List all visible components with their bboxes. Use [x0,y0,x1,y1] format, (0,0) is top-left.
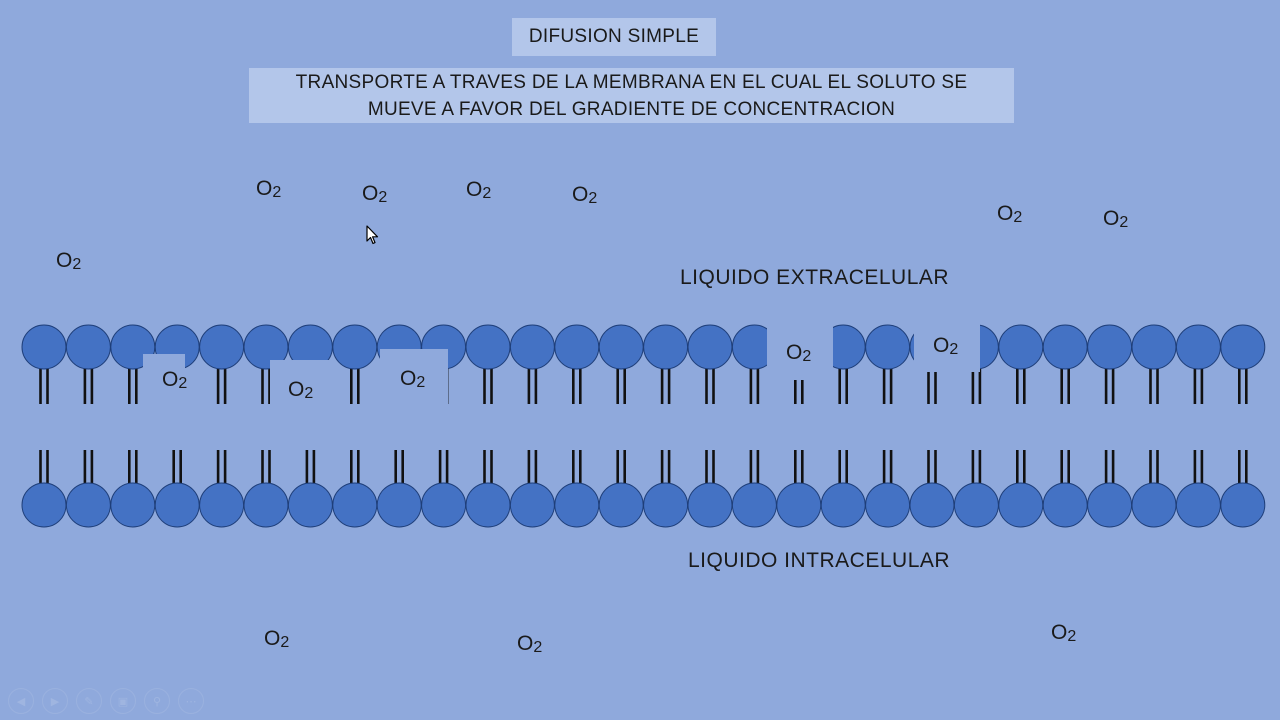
o2-molecule: O2 [1103,207,1129,231]
arrow-cursor-icon [366,225,379,245]
o2-molecule: O2 [997,202,1023,226]
phospholipid-head [1220,482,1266,528]
o2-molecule: O2 [362,182,388,206]
phospholipid-head [1175,324,1221,370]
phospholipid-head [598,482,644,528]
phospholipid-head [509,324,555,370]
phospholipid-head [554,324,600,370]
phospholipid-head [731,482,777,528]
phospholipid-head [287,482,333,528]
pen-icon[interactable]: ✎ [76,688,102,714]
phospholipid-head [687,324,733,370]
prev-icon[interactable]: ◀ [8,688,34,714]
next-icon[interactable]: ▶ [42,688,68,714]
phospholipid-head [332,482,378,528]
o2-molecule: O2 [1051,621,1077,645]
presentation-controls: ◀ ▶ ✎ ▣ ⚲ ⋯ [8,688,204,714]
o2-molecule-crossing: O2 [270,360,330,412]
phospholipid-head [598,324,644,370]
o2-molecule: O2 [572,183,598,207]
phospholipid-head [998,482,1044,528]
label-intracellular: LIQUIDO INTRACELULAR [688,549,951,572]
phospholipid-head [65,324,111,370]
phospholipid-head [1087,482,1133,528]
phospholipid-head [643,324,689,370]
o2-molecule-crossing: O2 [380,349,448,407]
phospholipid-head [554,482,600,528]
o2-molecule: O2 [256,177,282,201]
phospholipid-head [1087,324,1133,370]
phospholipid-head [376,482,422,528]
slide-title-text: DIFUSION SIMPLE [528,26,700,47]
phospholipid-head [865,324,911,370]
phospholipid-head [509,482,555,528]
phospholipid-head [465,324,511,370]
definition-box: TRANSPORTE A TRAVES DE LA MEMBRANA EN EL… [249,68,1014,123]
phospholipid-head [21,482,67,528]
phospholipid-head [643,482,689,528]
label-extracellular: LIQUIDO EXTRACELULAR [680,266,950,289]
zoom-icon[interactable]: ⚲ [144,688,170,714]
o2-molecule-crossing: O2 [914,322,980,372]
o2-molecule: O2 [466,178,492,202]
phospholipid-head [199,324,245,370]
phospholipid-head [21,324,67,370]
o2-molecule-crossing: O2 [143,354,187,404]
phospholipid-head [953,482,999,528]
phospholipid-head [65,482,111,528]
slides-icon[interactable]: ▣ [110,688,136,714]
phospholipid-head [909,482,955,528]
phospholipid-head [1220,324,1266,370]
phospholipid-head [1131,482,1177,528]
phospholipid-head [1042,482,1088,528]
more-icon[interactable]: ⋯ [178,688,204,714]
phospholipid-head [820,482,866,528]
phospholipid-head [687,482,733,528]
definition-line-2: MUEVE A FAVOR DEL GRADIENTE DE CONCENTRA… [367,98,896,120]
phospholipid-head [1175,482,1221,528]
phospholipid-head [199,482,245,528]
phospholipid-head [154,482,200,528]
phospholipid-head [1042,324,1088,370]
phospholipid-head [776,482,822,528]
o2-molecule: O2 [517,632,543,656]
phospholipid-head [332,324,378,370]
definition-line-1: TRANSPORTE A TRAVES DE LA MEMBRANA EN EL… [295,71,968,93]
phospholipid-head [421,482,467,528]
o2-molecule: O2 [264,627,290,651]
slide-title: DIFUSION SIMPLE [512,18,716,56]
phospholipid-head [998,324,1044,370]
phospholipid-head [865,482,911,528]
phospholipid-head [243,482,289,528]
phospholipid-head [465,482,511,528]
o2-molecule: O2 [56,249,82,273]
phospholipid-head [1131,324,1177,370]
phospholipid-head [110,482,156,528]
o2-molecule-crossing: O2 [767,322,833,380]
